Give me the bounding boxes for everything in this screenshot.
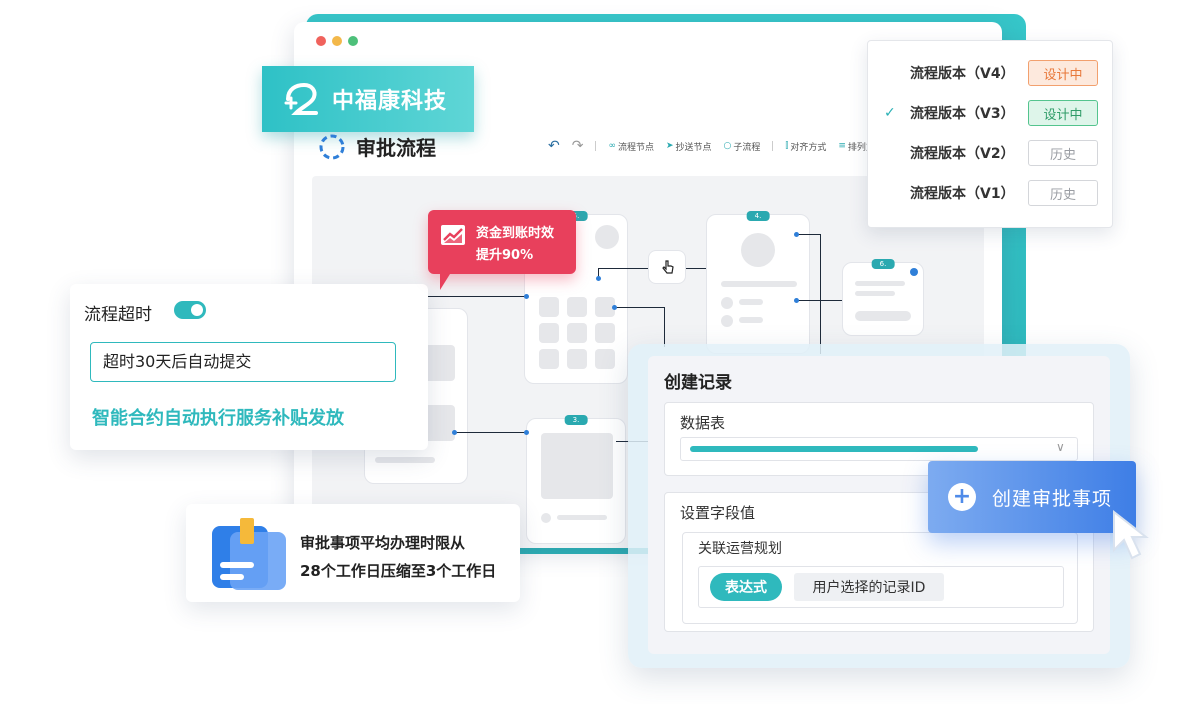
node-number: 3. (564, 415, 588, 425)
status-badge: 设计中 (1028, 100, 1098, 126)
connector (796, 300, 842, 301)
timeout-title: 流程超时 (84, 305, 152, 325)
maximize-dot[interactable] (348, 36, 358, 46)
node-number: 6. (871, 259, 895, 269)
connector-point[interactable] (524, 294, 529, 299)
promo-line-2: 提升90% (476, 248, 534, 263)
folder-icon (212, 518, 286, 590)
status-badge: 历史 (1028, 180, 1098, 206)
create-approval-label: 创建审批事项 (992, 487, 1113, 510)
connector (428, 296, 526, 297)
align-tool[interactable]: ⫿对齐方式 (785, 140, 826, 153)
toolbar: ↶ ↷ ∞流程节点 ➤抄送节点 ○子流程 ⫿对齐方式 ≡排列方式 (548, 138, 884, 154)
send-icon: ➤ (665, 141, 674, 151)
plus-icon: + (948, 483, 976, 511)
connector-point[interactable] (596, 276, 601, 281)
connector-point[interactable] (524, 430, 529, 435)
connector (664, 307, 665, 347)
flow-node-4[interactable]: 4. (706, 211, 810, 354)
connector (598, 268, 599, 278)
flow-node-3[interactable]: 3. (526, 415, 626, 544)
field-label: 设置字段值 (680, 504, 756, 522)
time-card-line-1: 审批事项平均办理时限从 (300, 534, 466, 552)
version-name: 流程版本（V1） (910, 186, 1015, 202)
version-item[interactable]: 流程版本（V2） 历史 (868, 133, 1114, 173)
expression-input[interactable] (698, 566, 1064, 608)
version-name: 流程版本（V4） (910, 66, 1015, 82)
cc-node-tool[interactable]: ➤抄送节点 (666, 140, 712, 153)
subflow-icon: ○ (723, 141, 732, 151)
node-number: 5. (564, 211, 588, 221)
create-record-title: 创建记录 (664, 373, 732, 393)
tool-label: 排列方式 (847, 142, 884, 153)
promo-line-1: 资金到账时效 (476, 226, 555, 241)
redo-icon[interactable]: ↷ (571, 138, 584, 154)
connector (686, 268, 706, 269)
connector (598, 268, 648, 269)
version-item[interactable]: 流程版本（V1） 历史 (868, 173, 1114, 213)
check-icon: ✓ (884, 105, 896, 121)
brand-tag: 中福康科技 (262, 66, 474, 132)
table-select-value (690, 446, 978, 452)
brand-logo-icon (284, 82, 318, 115)
tap-node[interactable] (648, 250, 686, 284)
hand-pointer-icon (662, 260, 674, 274)
subflow-tool[interactable]: ○子流程 (724, 140, 761, 153)
close-dot[interactable] (316, 36, 326, 46)
window-controls (316, 36, 358, 46)
record-id-chip[interactable]: 用户选择的记录ID (794, 573, 944, 601)
toolbar-divider (595, 141, 597, 151)
connector-point[interactable] (910, 268, 918, 276)
version-name: 流程版本（V2） (910, 146, 1015, 162)
timeout-note: 智能合约自动执行服务补贴发放 (92, 408, 344, 429)
table-label: 数据表 (680, 414, 726, 432)
toolbar-divider (772, 141, 774, 151)
time-card-line-2: 28个工作日压缩至3个工作日 (300, 562, 497, 580)
version-dropdown: 流程版本（V4） 设计中 ✓ 流程版本（V3） 设计中 流程版本（V2） 历史 … (867, 40, 1113, 228)
align-icon: ⫿ (785, 141, 789, 151)
flow-node-5[interactable]: 5. (524, 211, 628, 384)
create-approval-button[interactable]: + 创建审批事项 (928, 461, 1136, 533)
timeout-input[interactable]: 超时30天后自动提交 (90, 342, 396, 382)
connector (820, 234, 821, 354)
node-number: 4. (746, 211, 770, 221)
timeout-toggle[interactable] (174, 301, 206, 319)
connector-point[interactable] (612, 305, 617, 310)
tool-label: 对齐方式 (790, 142, 827, 153)
version-name: 流程版本（V3） (910, 106, 1015, 122)
version-item[interactable]: ✓ 流程版本（V3） 设计中 (868, 93, 1114, 133)
page-title: 审批流程 (318, 132, 436, 161)
connector (614, 307, 664, 308)
brand-name: 中福康科技 (332, 89, 448, 114)
promo-card: 资金到账时效 提升90% (428, 210, 576, 290)
arrange-icon: ≡ (838, 141, 846, 151)
status-badge: 设计中 (1028, 60, 1098, 86)
chevron-down-icon[interactable]: ∨ (1056, 440, 1065, 454)
minimize-dot[interactable] (332, 36, 342, 46)
expression-chip[interactable]: 表达式 (710, 573, 782, 601)
assoc-label: 关联运营规划 (698, 541, 782, 557)
tool-label: 子流程 (733, 142, 761, 153)
connector (796, 234, 820, 235)
connector-point[interactable] (794, 232, 799, 237)
version-item[interactable]: 流程版本（V4） 设计中 (868, 53, 1114, 93)
tool-label: 抄送节点 (675, 142, 712, 153)
page-title-text: 审批流程 (356, 136, 436, 160)
undo-icon[interactable]: ↶ (548, 138, 560, 154)
trend-chart-icon (441, 225, 465, 245)
connector-point[interactable] (452, 430, 457, 435)
connector-point[interactable] (794, 298, 799, 303)
arrange-tool[interactable]: ≡排列方式 (838, 140, 884, 153)
flow-loading-icon (319, 134, 345, 159)
mouse-cursor-icon (1113, 510, 1149, 560)
tool-label: 流程节点 (617, 142, 654, 153)
status-badge: 历史 (1028, 140, 1098, 166)
flow-node-tool[interactable]: ∞流程节点 (608, 140, 654, 153)
time-card: 审批事项平均办理时限从 28个工作日压缩至3个工作日 (186, 504, 520, 602)
timeout-card: 流程超时 超时30天后自动提交 智能合约自动执行服务补贴发放 (70, 284, 428, 450)
connector (456, 432, 526, 433)
link-icon: ∞ (608, 141, 616, 151)
